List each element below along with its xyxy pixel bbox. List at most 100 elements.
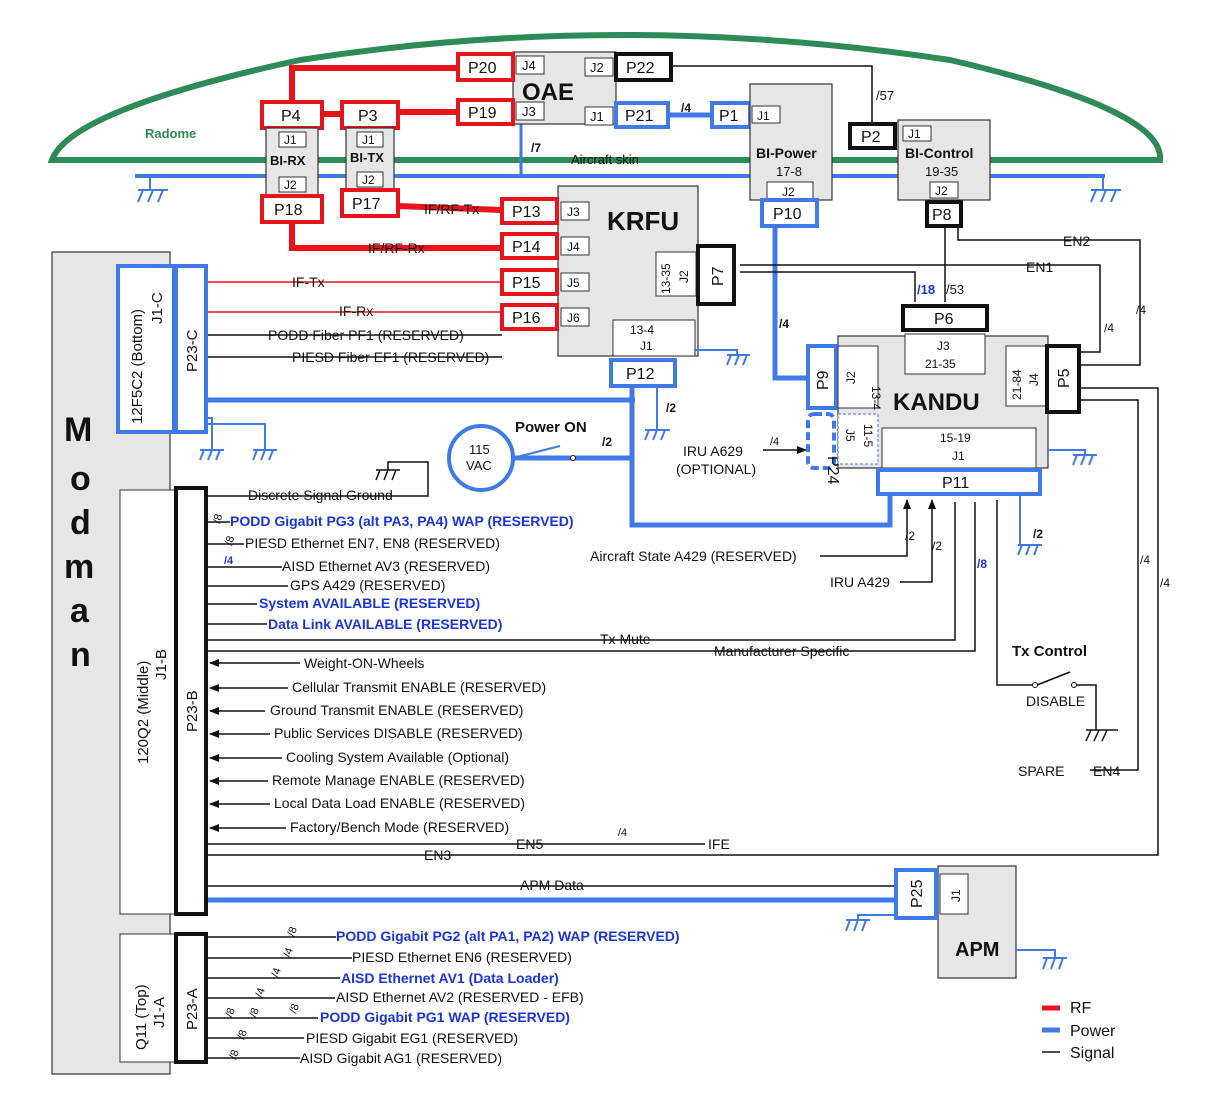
plug-p21 [614, 101, 670, 129]
ground-icon [137, 176, 168, 203]
kandu-j1-jack [881, 427, 1037, 469]
plug-p15 [500, 268, 559, 296]
modman-j1c-sub: J1-C [149, 292, 166, 324]
modman-letter: d [70, 504, 91, 542]
oae-j4-label: J4 [522, 58, 536, 73]
modman-j1c-label: 12F5C2 (Bottom) [129, 309, 146, 424]
bi-tx-j2-jack [356, 171, 384, 188]
bi-rx-j1-jack [278, 131, 307, 148]
bi-control-j2-label: J2 [935, 184, 948, 198]
ground-icon [1016, 949, 1067, 970]
wire-count: /8 [977, 557, 987, 571]
signal-label-iru-a429: IRU A429 [830, 574, 890, 590]
krfu-j6-jack [560, 307, 590, 327]
signal-label-apm-data: APM Data [520, 877, 584, 893]
signal-label-wow: Weight-ON-Wheels [304, 655, 424, 671]
bi-power-unit [749, 83, 833, 201]
modman-j1b-sub: J1-B [153, 649, 170, 680]
iru-a629-label: IRU A629 [683, 443, 743, 459]
wire-count: /2 [932, 539, 942, 553]
tx-control-switch[interactable] [1036, 671, 1071, 686]
oae-j3-label: J3 [522, 104, 536, 119]
wire-count: /2 [602, 435, 612, 449]
bi-tx-j1-jack [356, 131, 384, 148]
bi-rx-j1-label: J1 [284, 133, 297, 147]
vac-unit: VAC [466, 458, 492, 473]
wire-count: /2 [1033, 527, 1043, 541]
modman-letter: n [70, 636, 91, 674]
bi-power-j1-label: J1 [757, 109, 770, 123]
plug-p11 [876, 468, 1042, 496]
signal-label-aircraft-state: Aircraft State A429 (RESERVED) [590, 548, 797, 564]
ground-icon [845, 914, 896, 932]
ground-icon [695, 349, 750, 366]
plug-p16-label: P16 [512, 310, 541, 327]
kandu-j3-jack [904, 333, 986, 375]
power-switch[interactable] [512, 445, 561, 459]
wire-count: /4 [1136, 303, 1146, 317]
kandu-j5-label: J5 [843, 429, 857, 442]
kandu-j2-pins: 13-4 [869, 386, 883, 410]
plug-p23b [174, 486, 208, 916]
bi-tx-j2-label: J2 [362, 173, 375, 187]
bi-rx-j2-jack [278, 176, 307, 193]
kandu-j1-label: J1 [952, 449, 965, 463]
radome-outline [47, 32, 1164, 163]
ground-icon [644, 386, 670, 441]
bi-power-j2-label: J2 [782, 185, 795, 199]
switch-contact [570, 455, 576, 461]
apm-j1-label: J1 [949, 889, 963, 902]
oae-j2-label: J2 [590, 60, 604, 75]
signal-label-if-rx: IF-Rx [339, 303, 373, 319]
legend: RF Power Signal [1042, 1000, 1116, 1062]
modman-letter: o [70, 460, 91, 498]
plug-p14 [500, 232, 559, 260]
bi-control-title: BI-Control [905, 145, 973, 161]
plug-p23a [174, 932, 208, 1064]
plug-p23a-label: P23-A [184, 988, 201, 1030]
plug-p2-label: P2 [861, 129, 881, 146]
wire-count: /4 [681, 101, 691, 115]
bi-power-title: BI-Power [756, 145, 817, 161]
plug-p21-label: P21 [625, 108, 654, 125]
wire-count: /57 [876, 88, 894, 103]
ground-icon [375, 461, 429, 481]
wire-count: /4 [270, 966, 284, 979]
oae-j1-label: J1 [590, 109, 604, 124]
signal-label-if-tx: IF-Tx [292, 274, 325, 290]
krfu-j3-label: J3 [567, 205, 580, 219]
signal-label-en5: EN5 [516, 836, 543, 852]
plug-p11-label: P11 [942, 475, 969, 492]
signal-label-aisd-av1: AISD Ethernet AV1 (Data Loader) [341, 970, 559, 986]
kandu-title: KANDU [893, 389, 980, 416]
plug-p8-label: P8 [932, 207, 952, 224]
power-on-label: Power ON [515, 419, 587, 436]
signal-label-en2: EN2 [1063, 233, 1090, 249]
krfu-title: KRFU [607, 206, 679, 236]
kandu-j1-pins: 15-19 [940, 431, 971, 445]
plug-p16 [500, 303, 559, 331]
plug-p2 [848, 122, 897, 150]
iru-a629-note: (OPTIONAL) [676, 461, 756, 477]
legend-power: Power [1070, 1023, 1116, 1040]
wire-count: /8 [228, 1048, 242, 1061]
signal-wires [180, 65, 1159, 887]
spare-label: SPARE [1018, 763, 1064, 779]
krfu-j1-jack [612, 319, 696, 357]
bi-power-j1-jack [751, 105, 781, 124]
wire-count: /4 [224, 555, 234, 567]
wire-count: /8 [288, 1002, 302, 1015]
modman-letter: M [64, 411, 92, 449]
plug-p12-label: P12 [626, 366, 655, 383]
plug-p18 [260, 194, 324, 224]
signal-label-piesd-fiber: PIESD Fiber EF1 (RESERVED) [292, 349, 489, 365]
signal-label-if-rf-rx: IF/RF-Rx [368, 240, 425, 256]
signal-label-aisd-av3: AISD Ethernet AV3 (RESERVED) [282, 558, 490, 574]
signal-label-aisd-ag1: AISD Gigabit AG1 (RESERVED) [300, 1050, 502, 1066]
plug-p6-label: P6 [934, 311, 954, 328]
plug-p19-label: P19 [468, 105, 497, 122]
wire-count: /8 [236, 1028, 250, 1041]
wire-count: /4 [618, 827, 627, 839]
oae-j4-jack [515, 55, 545, 75]
